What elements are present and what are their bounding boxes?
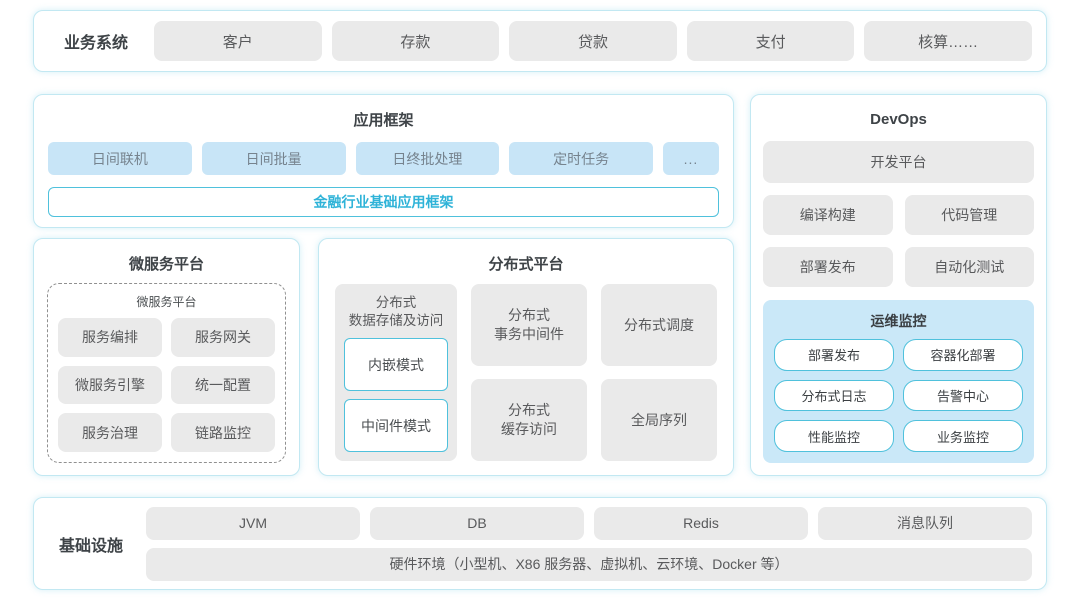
node-transaction-middleware: 分布式 事务中间件 bbox=[471, 284, 587, 366]
node-automated-testing: 自动化测试 bbox=[904, 247, 1034, 287]
node-deploy-release: 部署发布 bbox=[763, 247, 893, 287]
infrastructure-panel: 基础设施 JVM DB Redis 消息队列 硬件环境（小型机、X86 服务器、… bbox=[33, 497, 1047, 590]
infrastructure-row: JVM DB Redis 消息队列 bbox=[146, 506, 1032, 540]
node-trace-monitoring: 链路监控 bbox=[171, 413, 275, 452]
node-accounting: 核算…… bbox=[864, 21, 1032, 61]
microservice-inner-group: 微服务平台 服务编排 服务网关 微服务引擎 统一配置 服务治理 链路监控 bbox=[47, 283, 286, 463]
platform-row: 微服务平台 微服务平台 服务编排 服务网关 微服务引擎 统一配置 服务治理 链路… bbox=[33, 238, 734, 476]
node-scheduled-task: 定时任务 bbox=[509, 142, 653, 175]
node-jvm: JVM bbox=[146, 506, 360, 540]
node-financial-base-framework: 金融行业基础应用框架 bbox=[48, 187, 719, 217]
business-systems-panel: 业务系统 客户 存款 贷款 支付 核算…… bbox=[33, 10, 1047, 72]
devops-title: DevOps bbox=[870, 111, 927, 128]
node-performance-monitoring: 性能监控 bbox=[774, 420, 894, 452]
devops-panel: DevOps 开发平台 编译构建 代码管理 部署发布 自动化测试 运维监控 部署… bbox=[750, 94, 1047, 476]
node-monitor-deploy-release: 部署发布 bbox=[774, 339, 894, 371]
devops-tools-grid: 编译构建 代码管理 部署发布 自动化测试 bbox=[763, 195, 1034, 287]
microservice-grid: 服务编排 服务网关 微服务引擎 统一配置 服务治理 链路监控 bbox=[58, 318, 275, 452]
node-embedded-mode: 内嵌模式 bbox=[344, 338, 448, 392]
node-code-management: 代码管理 bbox=[904, 195, 1034, 235]
node-dev-platform: 开发平台 bbox=[763, 141, 1034, 183]
node-service-gateway: 服务网关 bbox=[171, 318, 275, 357]
middle-section: 应用框架 日间联机 日间批量 日终批处理 定时任务 ... 金融行业基础应用框架… bbox=[33, 94, 1047, 476]
node-distributed-storage-access: 分布式 数据存储及访问 内嵌模式 中间件模式 bbox=[335, 284, 457, 461]
node-deposit: 存款 bbox=[331, 21, 500, 61]
ops-monitoring-title: 运维监控 bbox=[870, 313, 927, 329]
microservice-platform-title: 微服务平台 bbox=[128, 256, 204, 273]
node-payment: 支付 bbox=[686, 21, 855, 61]
distributed-storage-title: 分布式 数据存储及访问 bbox=[348, 295, 444, 329]
node-cache-access: 分布式 缓存访问 bbox=[471, 379, 587, 461]
node-hardware-environment: 硬件环境（小型机、X86 服务器、虚拟机、云环境、Docker 等） bbox=[146, 547, 1032, 581]
node-customer: 客户 bbox=[154, 21, 322, 61]
node-message-queue: 消息队列 bbox=[818, 506, 1032, 540]
node-containerized-deployment: 容器化部署 bbox=[903, 339, 1023, 371]
distributed-platform-panel: 分布式平台 分布式 数据存储及访问 内嵌模式 中间件模式 分布式 事务中间件 分… bbox=[318, 238, 734, 476]
node-daytime-online: 日间联机 bbox=[48, 142, 192, 175]
node-unified-config: 统一配置 bbox=[171, 365, 275, 405]
distributed-platform-title: 分布式平台 bbox=[488, 256, 564, 273]
node-redis: Redis bbox=[594, 506, 808, 540]
infrastructure-label: 基础设施 bbox=[58, 537, 123, 555]
node-service-orchestration: 服务编排 bbox=[58, 318, 162, 357]
node-microservice-engine: 微服务引擎 bbox=[58, 365, 162, 405]
node-distributed-scheduling: 分布式调度 bbox=[601, 284, 717, 366]
app-framework-modules: 日间联机 日间批量 日终批处理 定时任务 ... bbox=[48, 142, 719, 175]
infrastructure-content: JVM DB Redis 消息队列 硬件环境（小型机、X86 服务器、虚拟机、云… bbox=[146, 506, 1032, 581]
microservice-inner-title: 微服务平台 bbox=[136, 295, 197, 309]
app-framework-title: 应用框架 bbox=[353, 112, 414, 129]
node-loan: 贷款 bbox=[509, 21, 677, 61]
distributed-grid: 分布式 数据存储及访问 内嵌模式 中间件模式 分布式 事务中间件 分布式调度 分… bbox=[335, 284, 717, 461]
left-column: 应用框架 日间联机 日间批量 日终批处理 定时任务 ... 金融行业基础应用框架… bbox=[33, 94, 734, 476]
ops-monitoring-group: 运维监控 部署发布 容器化部署 分布式日志 告警中心 性能监控 业务监控 bbox=[763, 300, 1034, 463]
node-compile-build: 编译构建 bbox=[763, 195, 893, 235]
business-systems-label: 业务系统 bbox=[63, 35, 128, 52]
microservice-platform-panel: 微服务平台 微服务平台 服务编排 服务网关 微服务引擎 统一配置 服务治理 链路… bbox=[33, 238, 300, 476]
node-daytime-batch: 日间批量 bbox=[201, 142, 346, 175]
node-business-monitoring: 业务监控 bbox=[903, 420, 1023, 452]
node-alert-center: 告警中心 bbox=[903, 379, 1023, 412]
ops-monitoring-grid: 部署发布 容器化部署 分布式日志 告警中心 性能监控 业务监控 bbox=[774, 339, 1023, 452]
node-more-ellipsis: ... bbox=[663, 142, 719, 175]
node-middleware-mode: 中间件模式 bbox=[344, 399, 448, 452]
node-global-sequence: 全局序列 bbox=[601, 379, 717, 461]
node-distributed-logging: 分布式日志 bbox=[774, 379, 894, 412]
node-eod-batch: 日终批处理 bbox=[355, 142, 500, 175]
app-framework-panel: 应用框架 日间联机 日间批量 日终批处理 定时任务 ... 金融行业基础应用框架 bbox=[33, 94, 734, 228]
node-db: DB bbox=[370, 506, 584, 540]
node-service-governance: 服务治理 bbox=[58, 413, 162, 452]
